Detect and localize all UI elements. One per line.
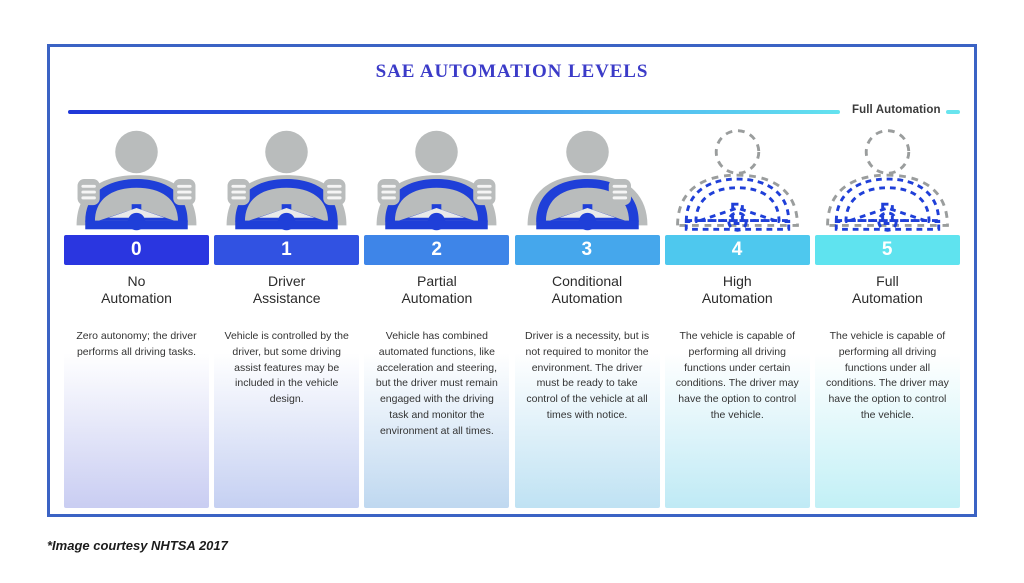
- level-name-line: Automation: [551, 290, 623, 307]
- level-description: Vehicle has combined automated functions…: [364, 319, 510, 508]
- level-number-badge[interactable]: 0: [64, 235, 209, 265]
- level-name-line: Full: [876, 273, 899, 289]
- driver-dashed-outline-icon: [665, 129, 810, 235]
- level-name-line: Assistance: [252, 290, 321, 307]
- infographic-frame: SAE AUTOMATION LEVELS Full Automation: [47, 44, 977, 517]
- level-description: Zero autonomy; the driver performs all d…: [64, 319, 209, 508]
- spectrum-gradient-line: [68, 110, 840, 114]
- automation-spectrum: Full Automation: [68, 104, 960, 120]
- level-name-line: Automation: [852, 290, 923, 307]
- driver-icon-svg: [675, 129, 799, 232]
- level-number-badge[interactable]: 1: [214, 235, 360, 265]
- footer-credit: *Image courtesy NHTSA 2017: [47, 538, 228, 553]
- driver-dashed-outline-icon: [815, 129, 960, 235]
- driver-hands-on-wheel-icon: [364, 129, 509, 235]
- level-number-badge[interactable]: 3: [514, 235, 660, 265]
- level-description: The vehicle is capable of performing all…: [814, 319, 960, 508]
- page-title: SAE AUTOMATION LEVELS: [375, 61, 649, 82]
- spectrum-end-dash: [946, 110, 960, 114]
- level-description: Driver is a necessity, but is not requir…: [514, 319, 660, 508]
- level-number-badge[interactable]: 5: [814, 235, 960, 265]
- full-automation-label: Full Automation: [852, 104, 941, 116]
- driver-hands-on-wheel-icon: [64, 129, 209, 235]
- level-name-line: High: [722, 273, 752, 289]
- level-name-line: Conditional: [552, 273, 623, 289]
- driver-icon-svg: [76, 130, 197, 231]
- level-description: Vehicle is controlled by the driver, but…: [214, 319, 360, 508]
- level-name-line: No: [127, 273, 146, 289]
- level-name-line: Driver: [268, 273, 306, 289]
- driver-icon-svg: [376, 130, 497, 231]
- level-name-line: Automation: [101, 290, 172, 307]
- driver-hands-on-wheel-icon: [214, 129, 359, 235]
- driver-icon-svg: [826, 129, 949, 232]
- level-description: The vehicle is capable of performing all…: [664, 319, 810, 508]
- level-name-line: Automation: [401, 290, 473, 307]
- level-name-line: Partial: [417, 273, 457, 289]
- driver-icon-svg: [527, 130, 647, 231]
- level-number-badge[interactable]: 4: [664, 235, 810, 265]
- driver-icon-svg: [226, 130, 347, 231]
- level-number-badge[interactable]: 2: [364, 235, 510, 265]
- level-name-line: Automation: [701, 290, 773, 307]
- driver-one-hand-on-wheel-icon: [515, 129, 660, 235]
